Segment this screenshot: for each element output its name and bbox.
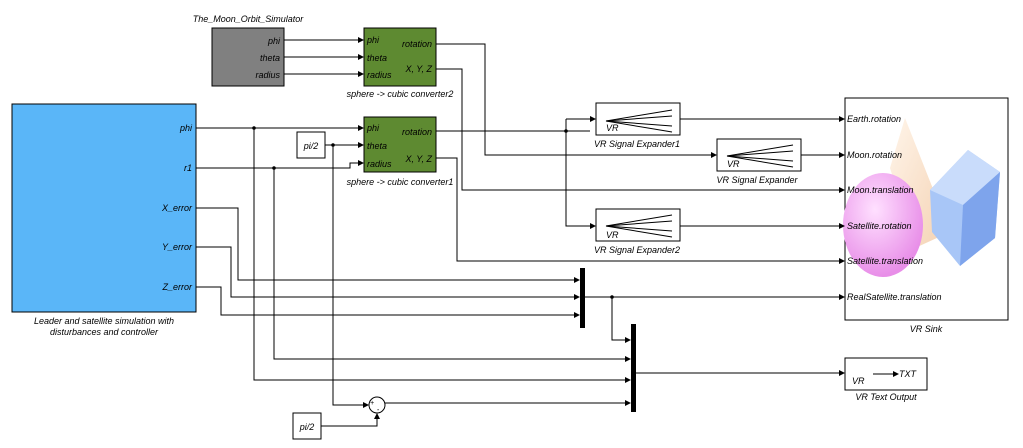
vr-signal-expander-block[interactable]: VR VR Signal Expander bbox=[716, 138, 802, 185]
expander-fan-icon bbox=[726, 144, 794, 168]
converter2-port-phi: phi bbox=[366, 35, 380, 45]
leader-port-r1: r1 bbox=[184, 163, 192, 173]
const-bottom-block[interactable]: pi/2 bbox=[292, 412, 322, 440]
expander1-vr-text: VR bbox=[606, 123, 619, 133]
expander2-vr-text: VR bbox=[606, 230, 619, 240]
expander1-caption: VR Signal Expander1 bbox=[594, 139, 680, 149]
sum-sign-minus: - bbox=[377, 407, 380, 414]
leader-satellite-block[interactable]: phi r1 X_error Y_error Z_error Leader an… bbox=[11, 103, 197, 337]
expander1-fan-icon bbox=[605, 109, 673, 133]
expander-caption: VR Signal Expander bbox=[716, 175, 798, 185]
const-top-block[interactable]: pi/2 bbox=[296, 131, 326, 159]
vr-signal-expander2-block[interactable]: VR VR Signal Expander2 bbox=[594, 208, 681, 255]
converter1-port-rotation: rotation bbox=[402, 127, 432, 137]
vr-text-output-block[interactable]: VR TXT VR Text Output bbox=[844, 357, 928, 402]
leader-port-x-error: X_error bbox=[161, 203, 193, 213]
leader-port-phi: phi bbox=[179, 123, 193, 133]
converter1-port-theta: theta bbox=[367, 141, 387, 151]
const-bottom-body[interactable] bbox=[292, 412, 322, 440]
leader-port-z-error: Z_error bbox=[161, 282, 193, 292]
sink-port-moon-rotation: Moon.rotation bbox=[847, 150, 902, 160]
moon-port-phi: phi bbox=[267, 36, 281, 46]
converter2-caption: sphere -> cubic converter2 bbox=[347, 89, 454, 99]
expander-vr-text: VR bbox=[727, 159, 740, 169]
sum-block[interactable]: + - bbox=[368, 396, 386, 414]
sink-port-satellite-translation: Satellite.translation bbox=[847, 256, 923, 266]
vr-scene-icon bbox=[843, 118, 1000, 277]
leader-caption-line1: Leader and satellite simulation with bbox=[34, 316, 174, 326]
text-output-vr: VR bbox=[852, 376, 865, 386]
moon-orbit-body[interactable] bbox=[211, 27, 285, 87]
sink-port-realsatellite-translation: RealSatellite.translation bbox=[847, 292, 942, 302]
converter1-port-phi: phi bbox=[366, 123, 380, 133]
const-bottom-value: pi/2 bbox=[299, 422, 315, 432]
const-top-value: pi/2 bbox=[303, 141, 319, 151]
vr-sink-caption: VR Sink bbox=[910, 324, 943, 334]
moon-port-theta: theta bbox=[260, 53, 280, 63]
converter1-body[interactable] bbox=[363, 116, 437, 173]
vr-sink-block[interactable]: Earth.rotation Moon.rotation Moon.transl… bbox=[843, 97, 1009, 334]
text-output-arrow-icon bbox=[873, 371, 899, 377]
converter2-block[interactable]: phi theta radius rotation X, Y, Z sphere… bbox=[347, 27, 454, 99]
text-output-caption: VR Text Output bbox=[855, 392, 917, 402]
moon-port-radius: radius bbox=[255, 70, 280, 80]
converter1-port-radius: radius bbox=[367, 159, 392, 169]
leader-body[interactable] bbox=[11, 103, 197, 313]
converter2-port-rotation: rotation bbox=[402, 39, 432, 49]
expander2-caption: VR Signal Expander2 bbox=[594, 245, 680, 255]
sink-port-moon-translation: Moon.translation bbox=[847, 185, 914, 195]
moon-orbit-title: The_Moon_Orbit_Simulator bbox=[193, 14, 305, 24]
mux2-bar[interactable] bbox=[631, 324, 636, 412]
vr-signal-expander1-block[interactable]: VR VR Signal Expander1 bbox=[594, 102, 681, 149]
converter1-port-xyz: X, Y, Z bbox=[404, 154, 432, 164]
converter1-caption: sphere -> cubic converter1 bbox=[347, 177, 454, 187]
converter2-port-radius: radius bbox=[367, 70, 392, 80]
converter2-body[interactable] bbox=[363, 27, 437, 87]
sink-port-satellite-rotation: Satellite.rotation bbox=[847, 221, 912, 231]
sink-port-earth-rotation: Earth.rotation bbox=[847, 114, 901, 124]
leader-caption-line2: disturbances and controller bbox=[50, 327, 159, 337]
expander2-fan-icon bbox=[605, 214, 673, 238]
text-output-txt: TXT bbox=[899, 369, 918, 379]
mux1-bar[interactable] bbox=[580, 268, 585, 328]
converter2-port-theta: theta bbox=[367, 53, 387, 63]
converter1-block[interactable]: phi theta radius rotation X, Y, Z sphere… bbox=[347, 116, 454, 187]
signal-wires bbox=[196, 37, 845, 427]
converter2-port-xyz: X, Y, Z bbox=[404, 64, 432, 74]
leader-port-y-error: Y_error bbox=[162, 242, 193, 252]
moon-orbit-simulator-block[interactable]: The_Moon_Orbit_Simulator phi theta radiu… bbox=[193, 14, 305, 87]
sum-sign-plus: + bbox=[370, 400, 374, 407]
